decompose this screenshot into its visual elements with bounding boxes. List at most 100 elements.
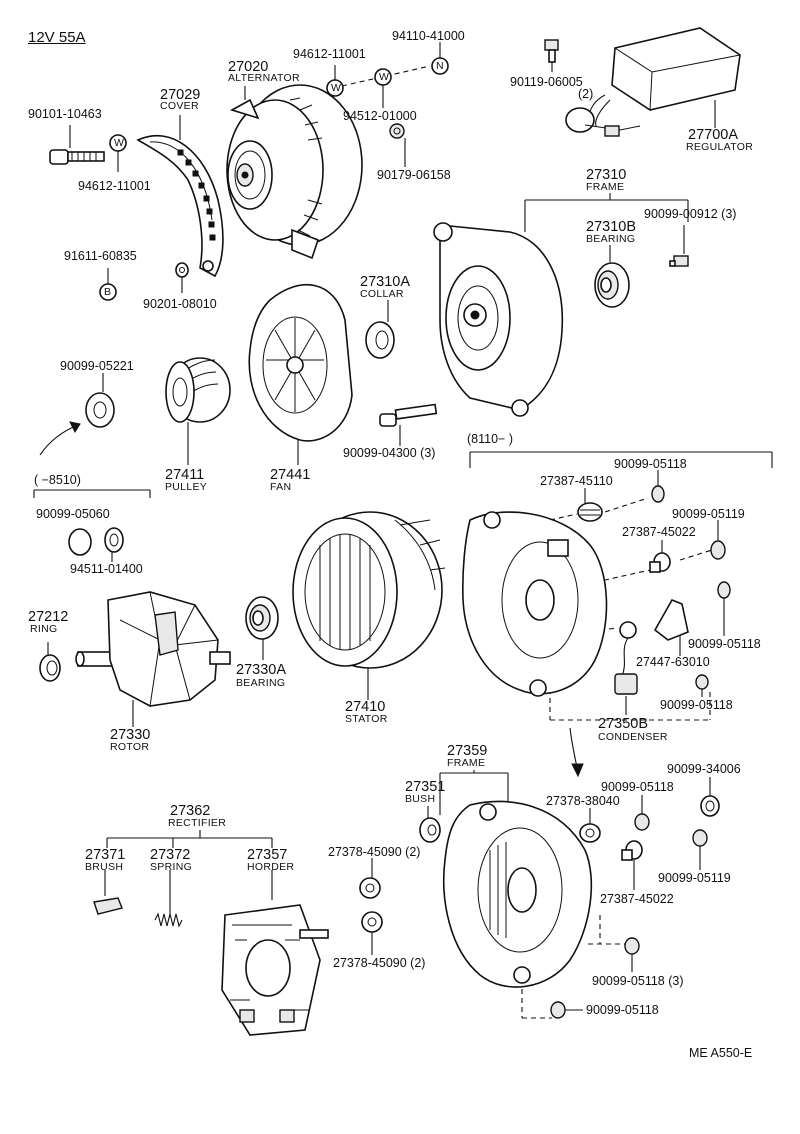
label-27387-45022-a: 27387-45022 (622, 525, 696, 539)
label-94612-11001-top: 94612-11001 (293, 47, 366, 61)
condenser-27350B (569, 621, 638, 778)
screw-90119-06005 (544, 39, 559, 63)
bolt-90099-04300 (379, 403, 438, 427)
collar-27310A (365, 321, 395, 359)
symbol-w-left: W (114, 137, 125, 149)
pulley-27411 (165, 357, 231, 423)
rotor-27330 (75, 591, 231, 707)
terminal-27447-63010 (653, 598, 689, 641)
label-27441: 27441 (270, 467, 311, 483)
label-91611-60835: 91611-60835 (64, 249, 137, 263)
washer-b (99, 283, 117, 301)
label-90119-06005: 90119-06005 (510, 75, 583, 89)
label-94612-11001-left: 94612-11001 (78, 179, 151, 193)
nut-90099-05119-b (692, 829, 708, 847)
label-27351-name: BUSH (405, 793, 436, 805)
label-90101-10463: 90101-10463 (28, 107, 102, 121)
label-90099-05119-b: 90099-05119 (658, 871, 731, 885)
insulator-27387-45022-b (621, 840, 643, 861)
label-27700A: 27700A (688, 127, 738, 143)
label-27020-name: ALTERNATOR (228, 72, 300, 84)
label-90099-05118-d: 90099-05118 (601, 780, 674, 794)
symbol-n: N (436, 60, 444, 72)
label-27350B-name: CONDENSER (598, 731, 668, 743)
label-27410: 27410 (345, 699, 386, 715)
label-90099-05118-f: 90099-05118 (586, 1003, 659, 1017)
label-27212-name: RING (30, 623, 58, 635)
washer-w-top (326, 79, 344, 97)
label-27310A-name: COLLAR (360, 288, 404, 300)
brush-27371 (93, 897, 123, 915)
washer-94511-01400 (104, 527, 124, 553)
label-27310B-name: BEARING (586, 233, 636, 245)
label-27410-name: STATOR (345, 713, 388, 725)
label-27330-name: ROTOR (110, 741, 150, 753)
label-90099-05119-a: 90099-05119 (672, 507, 745, 521)
label-90099-05060: 90099-05060 (36, 507, 110, 521)
label-27020: 27020 (228, 59, 269, 75)
insulator-27378-45090-b (361, 911, 383, 933)
label-27029-name: COVER (160, 100, 199, 112)
label-27359-name: FRAME (447, 757, 486, 769)
label-27387-45022-b: 27387-45022 (600, 892, 674, 906)
label-27310-name: FRAME (586, 181, 625, 193)
alternator-27020 (226, 84, 363, 260)
label-90099-05118-e: 90099-05118 (3) (592, 974, 684, 988)
label-27350B: 27350B (598, 716, 648, 732)
label-90099-05118-b: 90099-05118 (688, 637, 761, 651)
nut-n (431, 57, 449, 75)
nut-90099-05118-f (550, 1001, 566, 1019)
label-27330A: 27330A (236, 662, 286, 678)
label-94110-41000: 94110-41000 (392, 29, 465, 43)
cover-27029 (136, 134, 224, 278)
symbol-w-mid: W (379, 71, 390, 83)
label-27351: 27351 (405, 779, 446, 795)
frame-rear-8110 (462, 511, 608, 697)
label-27357: 27357 (247, 847, 288, 863)
nut-90179 (389, 123, 405, 139)
washer-w-mid (374, 68, 392, 86)
label-27357-name: HORDER (247, 861, 295, 873)
label-27372: 27372 (150, 847, 191, 863)
insulator-27378-45090-a (359, 877, 381, 899)
insulator-27387-45022-a (649, 552, 671, 573)
label-27310: 27310 (586, 167, 627, 183)
label-94512-01000: 94512-01000 (343, 109, 417, 123)
label-27387-45110: 27387-45110 (540, 474, 613, 488)
label-90099-05221: 90099-05221 (60, 359, 134, 373)
label-27441-name: FAN (270, 481, 292, 493)
label-27212: 27212 (28, 609, 69, 625)
nut-90099-05119-a (710, 540, 726, 560)
label-range-new: (8110− ) (467, 432, 513, 446)
label-27378-38040: 27378-38040 (546, 794, 620, 808)
washer-w-left (109, 134, 127, 152)
nut-90099-05118-b (717, 581, 731, 599)
washer-90201 (175, 262, 189, 278)
label-90201-08010: 90201-08010 (143, 297, 217, 311)
label-27359: 27359 (447, 743, 488, 759)
spacer-90099-05221 (39, 392, 115, 456)
label-27378-45090-a: 27378-45090 (2) (328, 845, 421, 859)
symbol-w-top: W (331, 82, 342, 94)
label-27371: 27371 (85, 847, 126, 863)
label-27310A: 27310A (360, 274, 410, 290)
label-27330A-name: BEARING (236, 677, 286, 689)
regulator-27700A (565, 27, 741, 137)
label-27029: 27029 (160, 87, 201, 103)
stator-27410 (292, 511, 446, 669)
washer-90099-05060 (68, 528, 92, 556)
label-90179-06158: 90179-06158 (377, 168, 451, 182)
bearing-27310B (594, 262, 630, 308)
insulator-27387-45110 (577, 502, 603, 522)
diagram-code: ME A550-E (689, 1046, 753, 1060)
bolt-90101-10463 (49, 149, 105, 165)
label-27411: 27411 (165, 467, 205, 483)
label-27372-name: SPRING (150, 861, 193, 873)
label-27362-name: RECTIFIER (168, 817, 227, 829)
label-27378-45090-b: 27378-45090 (2) (333, 956, 426, 970)
label-94511-01400: 94511-01400 (70, 562, 143, 576)
label-27371-name: BRUSH (85, 861, 124, 873)
frame-27359 (442, 800, 593, 988)
fan-27441 (248, 284, 353, 442)
